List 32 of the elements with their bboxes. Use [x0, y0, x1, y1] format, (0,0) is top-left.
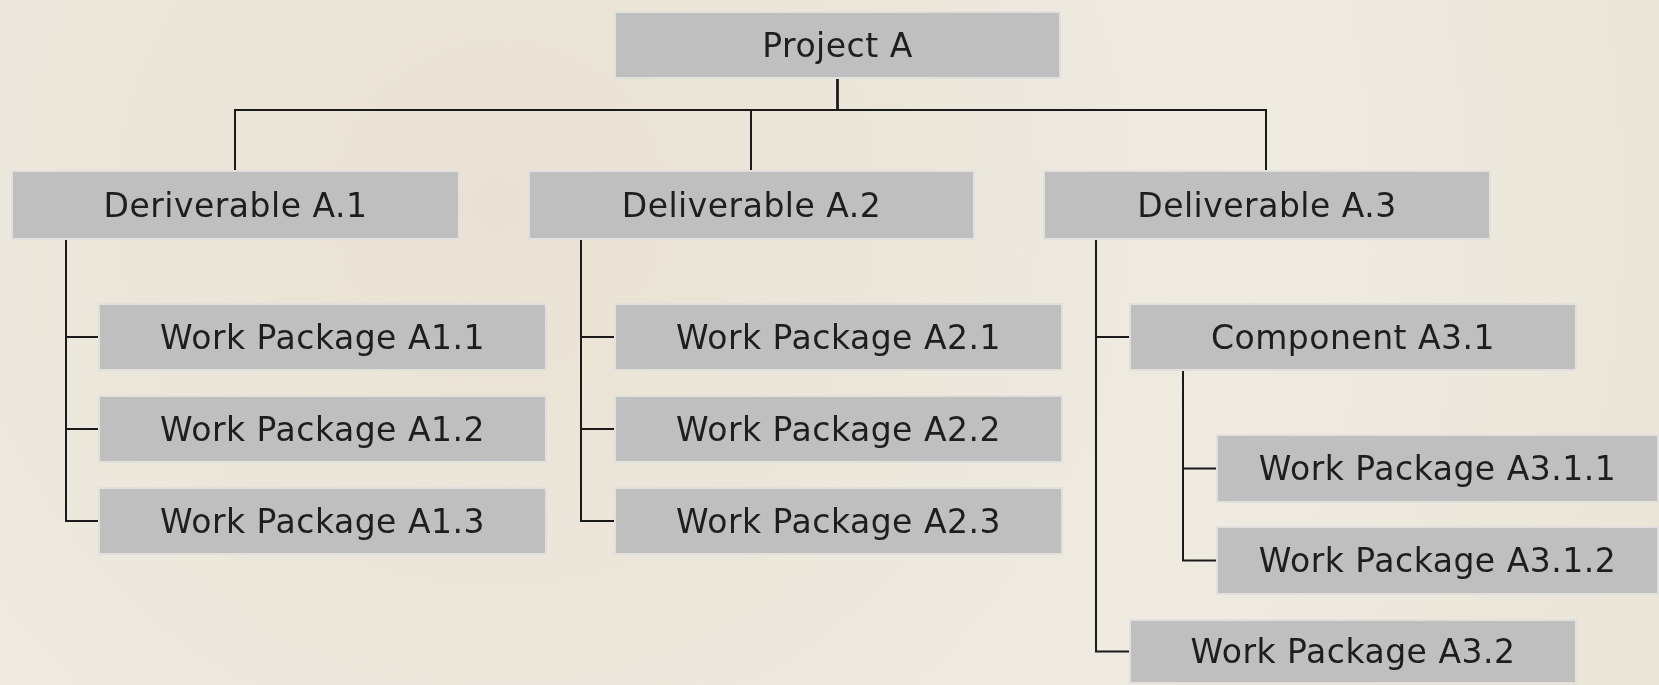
box-label: Component A3.1: [1210, 317, 1496, 357]
box-label: Work Package A3.2: [1190, 632, 1516, 671]
box-label: Work Package A3.1.1: [1258, 449, 1617, 488]
box-label: Work Package A1.1: [160, 317, 485, 357]
connector-line: [836, 78, 1267, 171]
connector-line: [1182, 370, 1217, 562]
wbs-box: [11, 170, 460, 240]
wbs-box: [98, 395, 547, 463]
connector-line: [65, 239, 99, 522]
wbs-box: [614, 303, 1063, 371]
box-label: Work Package A2.3: [676, 501, 1001, 541]
wbs-box: [1216, 434, 1659, 503]
box-label: Work Package A1.3: [160, 501, 485, 541]
wbs-box: [98, 303, 547, 371]
wbs-box: [1129, 303, 1577, 371]
box-label: Deriverable A.1: [103, 185, 368, 225]
connector-line: [580, 239, 615, 522]
box-label: Work Package A2.1: [676, 317, 1001, 357]
wbs-box: [528, 170, 975, 240]
wbs-box: [614, 395, 1063, 463]
wbs-box: [98, 487, 547, 555]
wbs-box: [614, 11, 1061, 79]
box-label: Deliverable A.3: [1137, 185, 1397, 225]
wbs-box: [1216, 526, 1659, 595]
box-label: Work Package A3.1.2: [1258, 541, 1617, 580]
wbs-box: [1129, 619, 1577, 684]
box-label: Deliverable A.2: [621, 185, 882, 225]
wbs-box: [614, 487, 1063, 555]
box-label: Work Package A2.2: [676, 409, 1001, 449]
wbs-box: [1043, 170, 1491, 240]
box-label: Project A: [762, 25, 913, 65]
box-label: Work Package A1.2: [160, 409, 485, 449]
